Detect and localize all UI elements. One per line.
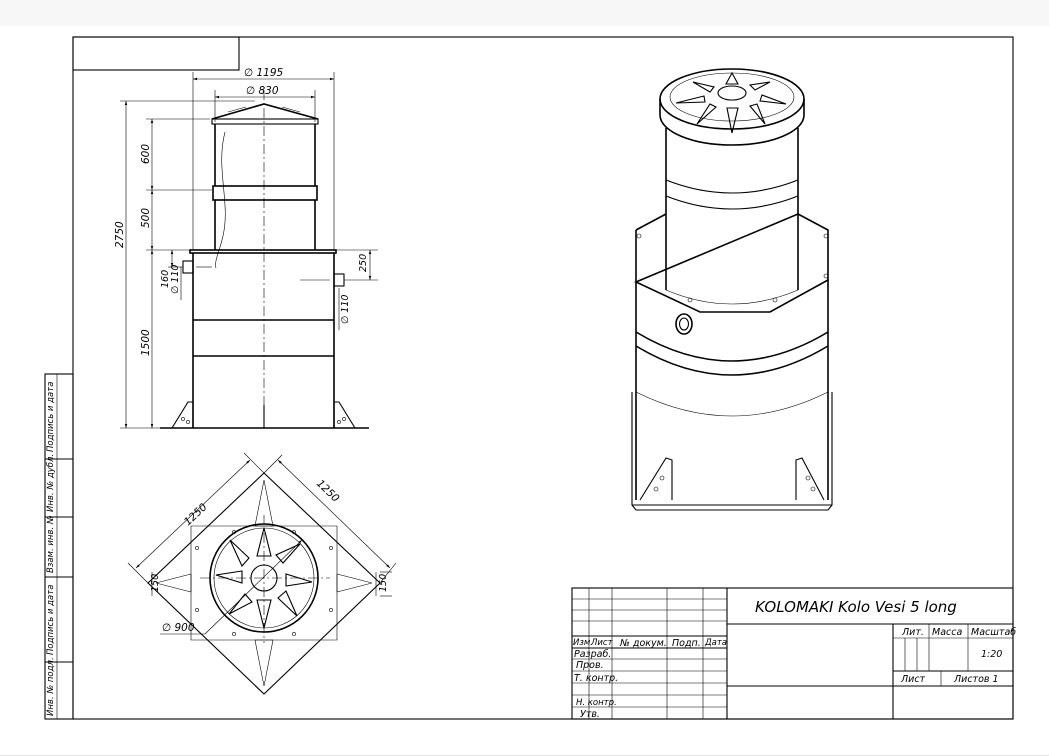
mass-label: Масса: [932, 627, 962, 638]
role-norm-control: Н. контр.: [576, 698, 617, 708]
sheet-label: Лист: [900, 674, 926, 685]
dim-middle-height: 500: [140, 208, 152, 228]
stamp-label-1: Подпись и дата: [46, 382, 56, 452]
dim-total-height: 2750: [114, 221, 126, 248]
title-block-text: KOLOMAKI Kolo Vesi 5 long Изм. Лист № до…: [573, 598, 1016, 720]
dim-lower-height: 1500: [140, 329, 152, 356]
front-view: [160, 90, 369, 432]
role-developer: Разраб.: [574, 649, 611, 660]
front-dimensions: [120, 72, 378, 429]
isometric-view: [631, 68, 833, 511]
dim-inlet-offset: 160: [160, 270, 171, 288]
scale-value: 1:20: [981, 649, 1002, 660]
title-block: [571, 587, 1014, 720]
lit-label: Лит.: [901, 627, 924, 638]
role-checker: Пров.: [576, 660, 604, 671]
dim-corner-right: 150: [378, 574, 389, 592]
dim-upper-height: 600: [140, 144, 152, 164]
drawing-title: KOLOMAKI Kolo Vesi 5 long: [755, 598, 957, 616]
dim-outlet-offset: 250: [358, 254, 369, 272]
dim-outer-diameter: ∅ 1195: [244, 67, 284, 79]
stamp-label-3: Взам. инв. №: [46, 515, 56, 573]
dim-base-width-a: 1250: [182, 501, 210, 528]
dim-outlet-diameter: ∅ 110: [340, 295, 351, 324]
stamp-label-5: Инв. № подл.: [46, 657, 56, 716]
dim-corner-left: 150: [150, 574, 161, 592]
col-header-sign: Подп.: [672, 638, 701, 649]
stamp-label-4: Подпись и дата: [46, 585, 56, 655]
dim-neck-diameter: ∅ 830: [246, 85, 279, 97]
role-approver: Утв.: [580, 709, 600, 720]
dim-base-width-b: 1250: [314, 478, 342, 505]
stamp-label-2: Инв. № дубл.: [46, 454, 56, 512]
dim-inlet-diameter: ∅ 110: [170, 265, 181, 294]
dim-lid-diameter: ∅ 900: [162, 622, 195, 634]
iso-lid-slots: [675, 71, 787, 134]
side-stamp-labels: Подпись и дата Инв. № дубл. Взам. инв. №…: [46, 382, 56, 716]
col-header-doc-no: № докум.: [619, 638, 667, 649]
sheets-label: Листов 1: [953, 674, 999, 685]
col-header-change: Изм.: [573, 638, 593, 648]
plan-dimensions: [127, 452, 397, 635]
sheet-frame: [44, 36, 1014, 720]
role-tech-control: Т. контр.: [574, 673, 618, 684]
col-header-date: Дата: [704, 638, 727, 648]
col-header-sheet: Лист: [590, 638, 614, 648]
scale-label: Масштаб: [971, 627, 1016, 638]
plan-view: [147, 472, 381, 695]
front-dimension-labels: ∅ 1195 ∅ 830 2750 600 500 1500 160 ∅ 110…: [114, 67, 369, 356]
